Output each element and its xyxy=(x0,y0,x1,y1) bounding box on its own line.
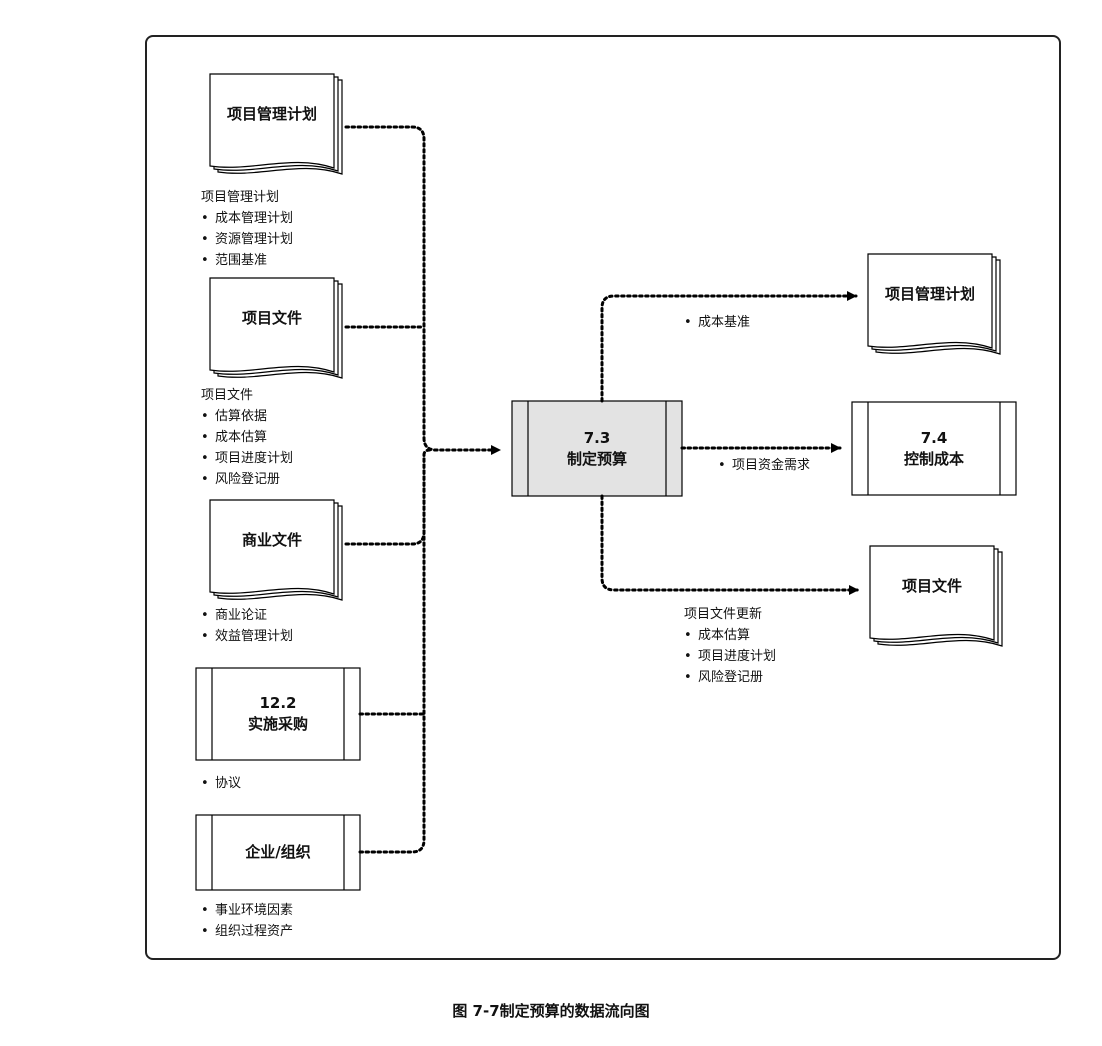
input-business-docs-item: 效益管理计划 xyxy=(201,626,293,647)
input-pm-plan-item: 范围基准 xyxy=(201,250,293,271)
diagram-frame xyxy=(145,35,1061,960)
input-pm-plan-details-title: 项目管理计划 xyxy=(201,190,280,205)
output-process-control-costs-shape xyxy=(851,401,1017,496)
input-project-docs-item: 成本估算 xyxy=(201,427,293,448)
input-enterprise-item: 组织过程资产 xyxy=(201,921,293,942)
output-project-docs-details-title: 项目文件更新 xyxy=(684,607,763,622)
output-project-docs-item: 风险登记册 xyxy=(684,667,776,688)
output-doc-pm-plan-shape xyxy=(867,253,1001,355)
input-enterprise-details: 事业环境因素 组织过程资产 xyxy=(201,900,293,942)
input-business-docs-details: 商业论证 效益管理计划 xyxy=(201,605,293,647)
flow-enterprise-to-bus xyxy=(358,453,426,854)
input-project-docs-item: 风险登记册 xyxy=(201,469,293,490)
input-project-docs-item: 估算依据 xyxy=(201,406,293,427)
output-doc-project-docs-shape xyxy=(869,545,1003,647)
input-pm-plan-item: 成本管理计划 xyxy=(201,208,293,229)
output-project-docs-details: 项目文件更新 成本估算 项目进度计划 风险登记册 xyxy=(684,604,776,688)
input-doc-project-docs-shape xyxy=(209,277,343,379)
input-doc-pm-plan-shape xyxy=(209,73,343,175)
input-business-docs-item: 商业论证 xyxy=(201,605,293,626)
input-doc-business-docs-shape xyxy=(209,499,343,601)
input-procurement-details: 协议 xyxy=(201,773,241,794)
input-project-docs-details: 项目文件 估算依据 成本估算 项目进度计划 风险登记册 xyxy=(201,385,293,490)
flow-business-docs-to-bus xyxy=(344,453,426,546)
figure-caption: 图 7-7制定预算的数据流向图 xyxy=(452,1002,650,1020)
input-project-docs-details-title: 项目文件 xyxy=(201,388,254,403)
flow-label-cost-baseline: 成本基准 xyxy=(684,314,750,332)
output-project-docs-item: 成本估算 xyxy=(684,625,776,646)
flow-bus-to-center xyxy=(422,436,502,455)
input-project-docs-item: 项目进度计划 xyxy=(201,448,293,469)
input-pm-plan-details: 项目管理计划 成本管理计划 资源管理计划 范围基准 xyxy=(201,187,293,271)
flow-bus-join xyxy=(422,448,432,457)
input-process-enterprise-org-shape xyxy=(195,814,361,891)
input-pm-plan-item: 资源管理计划 xyxy=(201,229,293,250)
flow-center-to-project-docs xyxy=(600,494,860,595)
flow-pm-plan-to-bus xyxy=(344,125,426,440)
flow-center-to-pm-plan xyxy=(600,291,858,403)
input-process-conduct-procurement-shape xyxy=(195,667,361,761)
output-project-docs-item: 项目进度计划 xyxy=(684,646,776,667)
input-procurement-item: 协议 xyxy=(201,773,241,794)
flow-label-funding-requirements: 项目资金需求 xyxy=(718,457,810,475)
center-process-shape xyxy=(511,400,683,497)
input-enterprise-item: 事业环境因素 xyxy=(201,900,293,921)
